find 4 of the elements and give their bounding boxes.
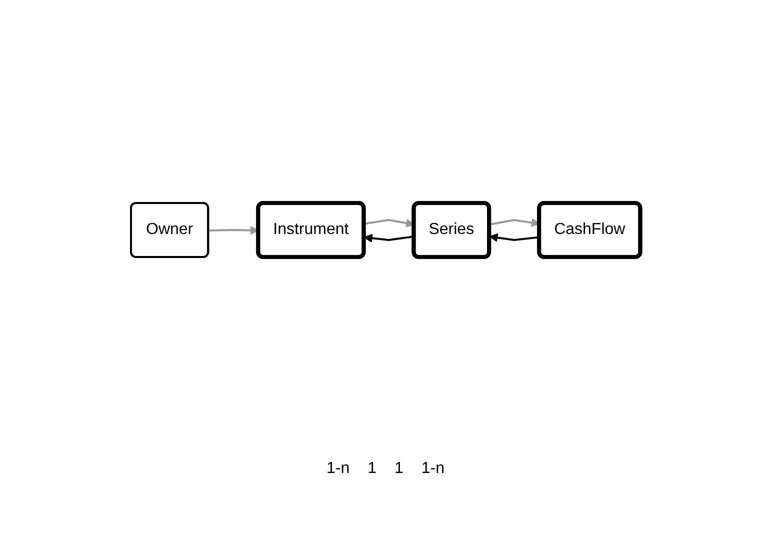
multiplicity-label: 1-n xyxy=(326,460,350,478)
multiplicity-label: 1 xyxy=(394,460,404,478)
multiplicity-label: 1 xyxy=(368,460,376,478)
multiplicity-label: 1-n xyxy=(421,460,445,478)
